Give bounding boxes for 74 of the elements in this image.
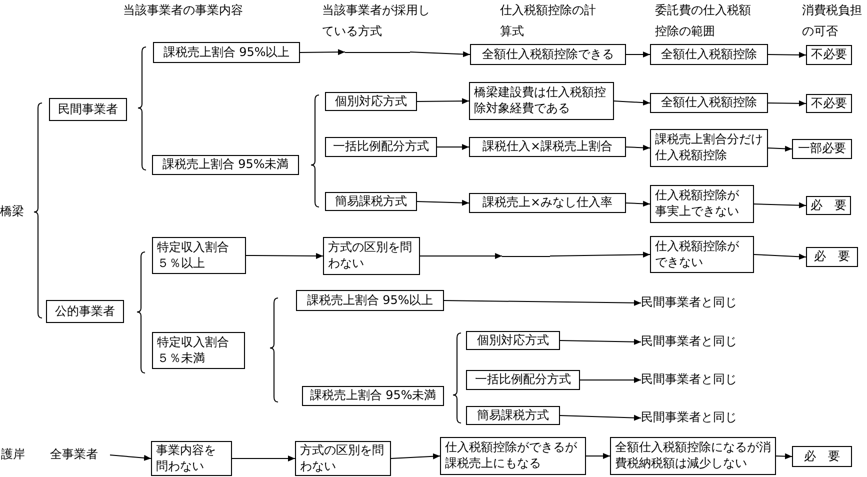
process-box: 個別対応方式: [325, 92, 417, 111]
arrow: [626, 200, 650, 207]
process-box: 特定収入割合５％未満: [152, 332, 245, 369]
process-box: 方式の区別を問わない: [323, 237, 420, 275]
process-box: 課税売上割合 95%以上: [153, 42, 300, 63]
process-box: 特定収入割合５％以上: [152, 237, 246, 274]
process-box: 一括比例配分方式: [325, 137, 437, 157]
arrow: [420, 253, 502, 259]
process-box: 事業内容を問わない: [151, 441, 232, 476]
column-heading: 当該事業者の事業内容: [123, 2, 244, 19]
process-box: 橋梁建設費は仕入税額控除対象経費である: [469, 82, 614, 120]
column-heading: 委託費の仕入税額控除の範囲: [655, 2, 751, 40]
result-text: 民間事業者と同じ: [641, 408, 751, 428]
arrow: [444, 300, 642, 306]
arrow: [436, 144, 470, 150]
process-box: 全額仕入税額控除になるが消費税納税額は減少しない: [610, 437, 776, 475]
column-heading: 当該事業者が採用している方式: [322, 2, 430, 40]
process-box: 必 要: [806, 247, 858, 267]
arrow: [232, 456, 296, 462]
arrow: [754, 202, 806, 208]
result-text: 全事業者: [50, 445, 110, 465]
process-box: 課税売上×みなし仕入率: [469, 193, 626, 213]
process-box: 課税売上割合 95%未満: [302, 386, 444, 406]
arrow: [416, 200, 470, 206]
process-box: 公的事業者: [46, 300, 124, 323]
arrow: [390, 453, 440, 460]
result-text: 民間事業者と同じ: [641, 332, 751, 352]
arrow: [246, 252, 324, 259]
process-box: 全額仕入税額控除: [650, 44, 768, 65]
arrow: [768, 52, 806, 58]
arrow: [586, 453, 610, 459]
process-box: 不必要: [806, 45, 852, 65]
process-box: 仕入税額控除ができるが課税売上にもなる: [440, 437, 586, 475]
process-box: 民間事業者: [49, 98, 127, 121]
process-box: 一括比例配分方式: [466, 370, 580, 390]
process-box: 仕入税額控除ができない: [650, 236, 754, 273]
process-box: 必 要: [806, 196, 851, 215]
row-label: 橋梁: [0, 203, 25, 220]
arrow: [768, 100, 806, 106]
arrow: [110, 454, 152, 461]
arrow: [550, 252, 650, 258]
arrow: [626, 52, 650, 58]
arrow: [560, 414, 642, 421]
arrow: [416, 98, 470, 104]
process-box: 仕入税額控除が事実上できない: [650, 185, 754, 223]
arrow: [754, 254, 806, 260]
arrow: [776, 453, 792, 460]
result-text: 民間事業者と同じ: [641, 370, 751, 390]
column-heading: 消費税負担の可否: [802, 2, 863, 40]
arrow: [614, 100, 650, 106]
process-box: 課税売上割合 95%未満: [152, 155, 299, 175]
process-box: 全額仕入税額控除: [650, 93, 768, 113]
process-box: 一部必要: [792, 139, 852, 159]
arrow: [626, 144, 650, 151]
process-box: 課税売上割合 95%以上: [296, 290, 444, 311]
arrow: [300, 49, 346, 56]
process-box: 方式の区別を問わない: [295, 441, 391, 476]
arrow: [410, 51, 470, 58]
arrow: [768, 146, 792, 152]
process-box: 課税仕入×課税売上割合: [469, 137, 626, 157]
process-box: 簡易課税方式: [325, 192, 417, 211]
process-box: 簡易課税方式: [466, 406, 560, 425]
dash-line: [345, 52, 410, 53]
arrow: [580, 377, 642, 383]
process-box: 個別対応方式: [466, 331, 560, 350]
arrow: [560, 338, 642, 345]
dash-line: [502, 256, 550, 257]
process-box: 課税売上割合分だけ仕入税額控除: [650, 129, 768, 167]
process-box: 不必要: [806, 94, 852, 113]
result-text: 民間事業者と同じ: [641, 293, 751, 313]
process-box: 必 要: [792, 446, 852, 467]
column-heading: 仕入税額控除の計算式: [500, 2, 596, 40]
row-label: 護岸: [1, 446, 26, 463]
process-box: 全額仕入税額控除できる: [470, 44, 626, 65]
